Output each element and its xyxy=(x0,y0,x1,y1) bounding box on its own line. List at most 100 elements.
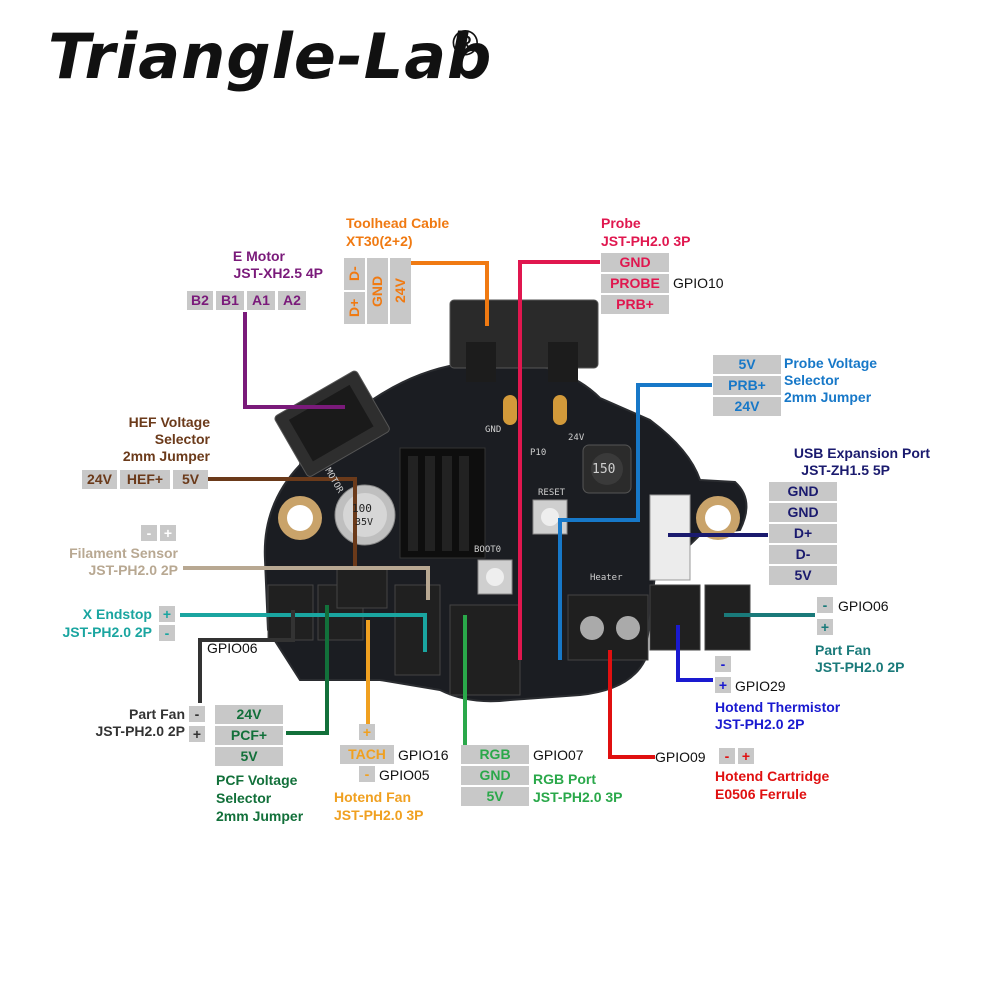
x-endstop-title: X Endstop xyxy=(82,606,152,622)
hef-pin-hef: HEF+ xyxy=(120,470,170,489)
filament-minus: - xyxy=(141,525,157,541)
e-motor-type: JST-XH2.5 4P xyxy=(233,265,324,281)
hotend-fan-title: Hotend Fan xyxy=(334,789,411,805)
hef-title-3: 2mm Jumper xyxy=(122,448,210,464)
probe-selector-pin-prb: PRB+ xyxy=(713,376,781,395)
capacitor xyxy=(334,484,396,546)
hef-title-1: HEF Voltage xyxy=(128,414,210,430)
hotend-fan-plus: + xyxy=(359,724,375,740)
x-endstop-gpio: GPIO06 xyxy=(207,640,258,656)
hotend-fan-gpio-tach: GPIO16 xyxy=(398,747,449,763)
brand-logo: Triangle-Lab xyxy=(48,20,493,93)
rgb-pin-5v: 5V xyxy=(461,787,529,806)
usb-pin-dminus: D- xyxy=(769,545,837,564)
toolhead-pin-gnd: GND xyxy=(367,258,388,324)
usb-type: JST-ZH1.5 5P xyxy=(801,462,890,478)
probe-gpio: GPIO10 xyxy=(673,275,724,291)
cartridge-minus: - xyxy=(719,748,735,764)
part-fan-left-title: Part Fan xyxy=(128,706,185,722)
cartridge-title: Hotend Cartridge xyxy=(715,768,830,784)
toolhead-title: Toolhead Cable xyxy=(346,215,450,231)
toolhead-leader xyxy=(408,261,489,326)
silk-cap-value: 100 xyxy=(352,502,372,515)
hef-pin-24v: 24V xyxy=(82,470,117,489)
pcf-pin-5v: 5V xyxy=(215,747,283,766)
probe-type: JST-PH2.0 3P xyxy=(601,233,691,249)
rgb-pin-gnd: GND xyxy=(461,766,529,785)
part-fan-left-type: JST-PH2.0 2P xyxy=(95,723,186,739)
hef-pin-5v: 5V xyxy=(173,470,208,489)
filament-plus: + xyxy=(160,525,176,541)
pcf-pin-pcf: PCF+ xyxy=(215,726,283,745)
cartridge-type: E0506 Ferrule xyxy=(715,786,807,802)
pcf-pin-24v: 24V xyxy=(215,705,283,724)
hotend-fan-gpio-minus: GPIO05 xyxy=(379,767,430,783)
usb-pin-dplus: D+ xyxy=(769,524,837,543)
silk-boot: BOOT0 xyxy=(474,545,501,555)
cartridge-plus: + xyxy=(738,748,754,764)
e-motor-pin-b1: B1 xyxy=(216,291,244,310)
inductor xyxy=(582,444,632,494)
filament-title: Filament Sensor xyxy=(69,545,178,561)
xt30-connector xyxy=(449,299,599,425)
thermistor-plus: + xyxy=(715,677,731,693)
cartridge-leader xyxy=(608,650,655,759)
probe-pin-probe: PROBE xyxy=(601,274,669,293)
pcf-title-3: 2mm Jumper xyxy=(216,808,304,824)
e-motor-leader xyxy=(243,312,345,409)
probe-selector-pin-5v: 5V xyxy=(713,355,781,374)
probe-title: Probe xyxy=(601,215,641,231)
boot-switch xyxy=(477,559,513,595)
part-fan-left-plus: + xyxy=(189,726,205,742)
pcf-leader xyxy=(286,605,329,735)
e-motor-title: E Motor xyxy=(232,248,285,264)
silk-reset: RESET xyxy=(538,488,566,498)
part-fan-left-minus: - xyxy=(189,706,205,722)
usb-title: USB Expansion Port xyxy=(793,445,930,461)
probe-selector-leader xyxy=(558,383,712,660)
part-fan-right-title: Part Fan xyxy=(815,642,872,658)
hotend-fan-minus: - xyxy=(359,766,375,782)
thermistor-minus: - xyxy=(715,656,731,672)
x-endstop-leader xyxy=(180,613,427,652)
rgb-pin-rgb: RGB xyxy=(461,745,529,764)
probe-pin-gnd: GND xyxy=(601,253,669,272)
x-endstop-plus: + xyxy=(159,606,175,622)
rgb-type: JST-PH2.0 3P xyxy=(533,789,623,805)
thermistor-type: JST-PH2.0 2P xyxy=(715,716,805,732)
e-motor-connector xyxy=(274,370,390,477)
heatsink xyxy=(399,447,486,559)
x-endstop-minus: - xyxy=(159,625,175,641)
usb-pin-gnd-2: GND xyxy=(769,503,837,522)
probe-selector-pin-24v: 24V xyxy=(713,397,781,416)
probe-selector-title-1: Probe Voltage xyxy=(784,355,878,371)
silk-inductor: 150 xyxy=(592,462,615,477)
filament-leader xyxy=(183,566,430,600)
silk-p10: P10 xyxy=(530,448,546,458)
silk-24v: 24V xyxy=(568,433,585,443)
hef-leader xyxy=(208,477,357,570)
registered-mark: ® xyxy=(452,22,479,63)
silk-heater: Heater xyxy=(590,573,623,583)
pcf-title-1: PCF Voltage xyxy=(216,772,298,788)
probe-leader xyxy=(518,260,600,660)
usb-connector xyxy=(649,494,691,581)
usb-pin-gnd-1: GND xyxy=(769,482,837,501)
part-fan-right-minus: - xyxy=(817,597,833,613)
toolhead-pin-dminus: D- xyxy=(344,258,365,290)
silk-cap-voltage: 35V xyxy=(355,517,373,528)
part-fan-right-type: JST-PH2.0 2P xyxy=(815,659,905,675)
x-endstop-type: JST-PH2.0 2P xyxy=(62,624,153,640)
rgb-gpio: GPIO07 xyxy=(533,747,584,763)
hef-title-2: Selector xyxy=(154,431,210,447)
hotend-fan-tach: TACH xyxy=(340,745,394,764)
part-fan-right-gpio: GPIO06 xyxy=(838,598,889,614)
probe-pin-prb: PRB+ xyxy=(601,295,669,314)
rgb-title: RGB Port xyxy=(533,771,596,787)
e-motor-pin-b2: B2 xyxy=(187,291,213,310)
hotend-fan-type: JST-PH2.0 3P xyxy=(334,807,424,823)
probe-selector-title-3: 2mm Jumper xyxy=(784,389,872,405)
pcf-title-2: Selector xyxy=(216,790,272,806)
thermistor-title: Hotend Thermistor xyxy=(715,699,841,715)
